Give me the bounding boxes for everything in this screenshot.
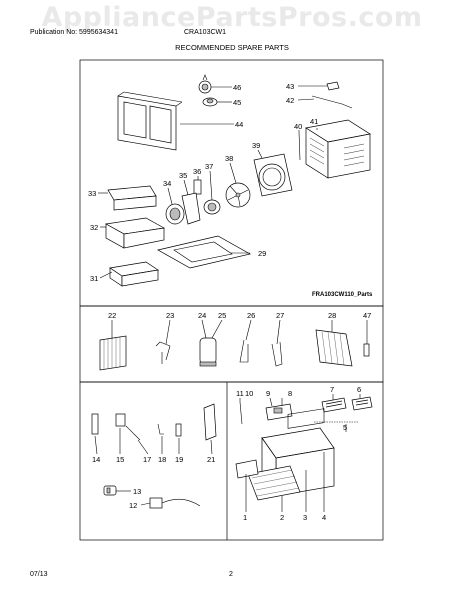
part-37-motor: [203, 199, 221, 215]
panel-caption: FRA103CW110_Parts: [312, 292, 373, 298]
part-13-plug: [103, 485, 117, 496]
model-number: CRA103CW1: [184, 29, 227, 36]
label-29: 29: [258, 249, 266, 258]
part-45-knob: [202, 97, 218, 107]
label-4: 4: [322, 513, 326, 522]
label-31: 31: [90, 274, 98, 283]
part-21-window-panel: [203, 403, 217, 441]
label-26: 26: [247, 311, 255, 320]
part-29-base-pan: [157, 235, 251, 269]
label-43: 43: [286, 82, 294, 91]
part-41-cabinet: [305, 119, 371, 179]
part-1-front-grille: [235, 459, 259, 479]
label-44: 44: [235, 120, 243, 129]
part-31-drain-pan: [109, 261, 159, 287]
label-17: 17: [143, 455, 151, 464]
site-watermark: AppliancePartsPros.com: [41, 2, 423, 33]
label-3: 3: [303, 513, 307, 522]
part-32-base: [104, 217, 166, 249]
label-22: 22: [108, 311, 116, 320]
label-1: 1: [243, 513, 247, 522]
label-38: 38: [225, 154, 233, 163]
footer-date: 07/13: [30, 571, 48, 578]
leader-lines-middle: [111, 319, 368, 345]
label-45: 45: [233, 98, 241, 107]
leader-lines-top: [98, 85, 327, 279]
part-15-manual: [115, 413, 126, 427]
part-43-clip: [326, 81, 340, 91]
part-14-label: [91, 413, 99, 435]
leader-lines-bottom-right: [239, 394, 361, 512]
label-2: 2: [280, 513, 284, 522]
part-12-power-cord: [149, 497, 201, 509]
part-19-fuse: [175, 423, 182, 437]
label-37: 37: [205, 162, 213, 171]
part-33-duct: [107, 185, 157, 211]
label-28: 28: [328, 311, 336, 320]
label-40: 40: [294, 122, 302, 131]
part-22-evaporator: [99, 335, 127, 371]
part-42-rod: [311, 95, 353, 109]
label-34: 34: [163, 179, 171, 188]
part-10-11-filter-rod: [239, 401, 243, 425]
label-12: 12: [129, 501, 137, 510]
part-6-control-panel: [351, 396, 373, 411]
label-7: 7: [330, 385, 334, 394]
part-27-tube: [271, 341, 283, 367]
leader-lines-bottom-left: [94, 428, 213, 506]
part-36-bracket: [193, 179, 202, 195]
part-28-condenser: [315, 329, 353, 367]
part-17-card: [125, 425, 141, 441]
part-40-rod: [298, 131, 301, 161]
label-27: 27: [276, 311, 284, 320]
label-15: 15: [116, 455, 124, 464]
label-23: 23: [166, 311, 174, 320]
label-25: 25: [218, 311, 226, 320]
part-34-blower-wheel: [165, 203, 185, 225]
section-title: RECOMMENDED SPARE PARTS: [175, 43, 289, 52]
label-6: 6: [357, 385, 361, 394]
part-47-clip: [363, 343, 370, 357]
label-19: 19: [175, 455, 183, 464]
footer-page-number: 2: [229, 571, 233, 578]
label-41: 41: [310, 117, 318, 126]
part-46-knob: [198, 74, 212, 94]
part-7-control-panel: [321, 397, 347, 413]
label-36: 36: [193, 167, 201, 176]
label-32: 32: [90, 223, 98, 232]
label-14: 14: [92, 455, 100, 464]
label-46: 46: [233, 83, 241, 92]
label-18: 18: [158, 455, 166, 464]
label-11: 11: [236, 389, 244, 398]
part-39-shroud: [253, 153, 293, 197]
part-2-filter: [247, 465, 301, 501]
label-24: 24: [198, 311, 206, 320]
label-13: 13: [133, 487, 141, 496]
label-5: 5: [343, 423, 347, 432]
label-42: 42: [286, 96, 294, 105]
part-44-front-frame: [117, 91, 183, 151]
label-33: 33: [88, 189, 96, 198]
label-21: 21: [207, 455, 215, 464]
part-35-scroll: [181, 192, 201, 225]
part-24-compressor: [199, 337, 217, 367]
label-35: 35: [179, 171, 187, 180]
panel-bottom-border: [79, 381, 384, 541]
label-47: 47: [363, 311, 371, 320]
label-9: 9: [266, 389, 270, 398]
part-26-tube: [239, 339, 249, 363]
part-18-screw: [157, 423, 164, 435]
publication-number: Publication No: 5995634341: [30, 29, 118, 36]
part-23-valve: [155, 341, 171, 364]
label-39: 39: [252, 141, 260, 150]
label-10: 10: [245, 389, 253, 398]
label-8: 8: [288, 389, 292, 398]
part-38-fan-blade: [225, 182, 251, 208]
